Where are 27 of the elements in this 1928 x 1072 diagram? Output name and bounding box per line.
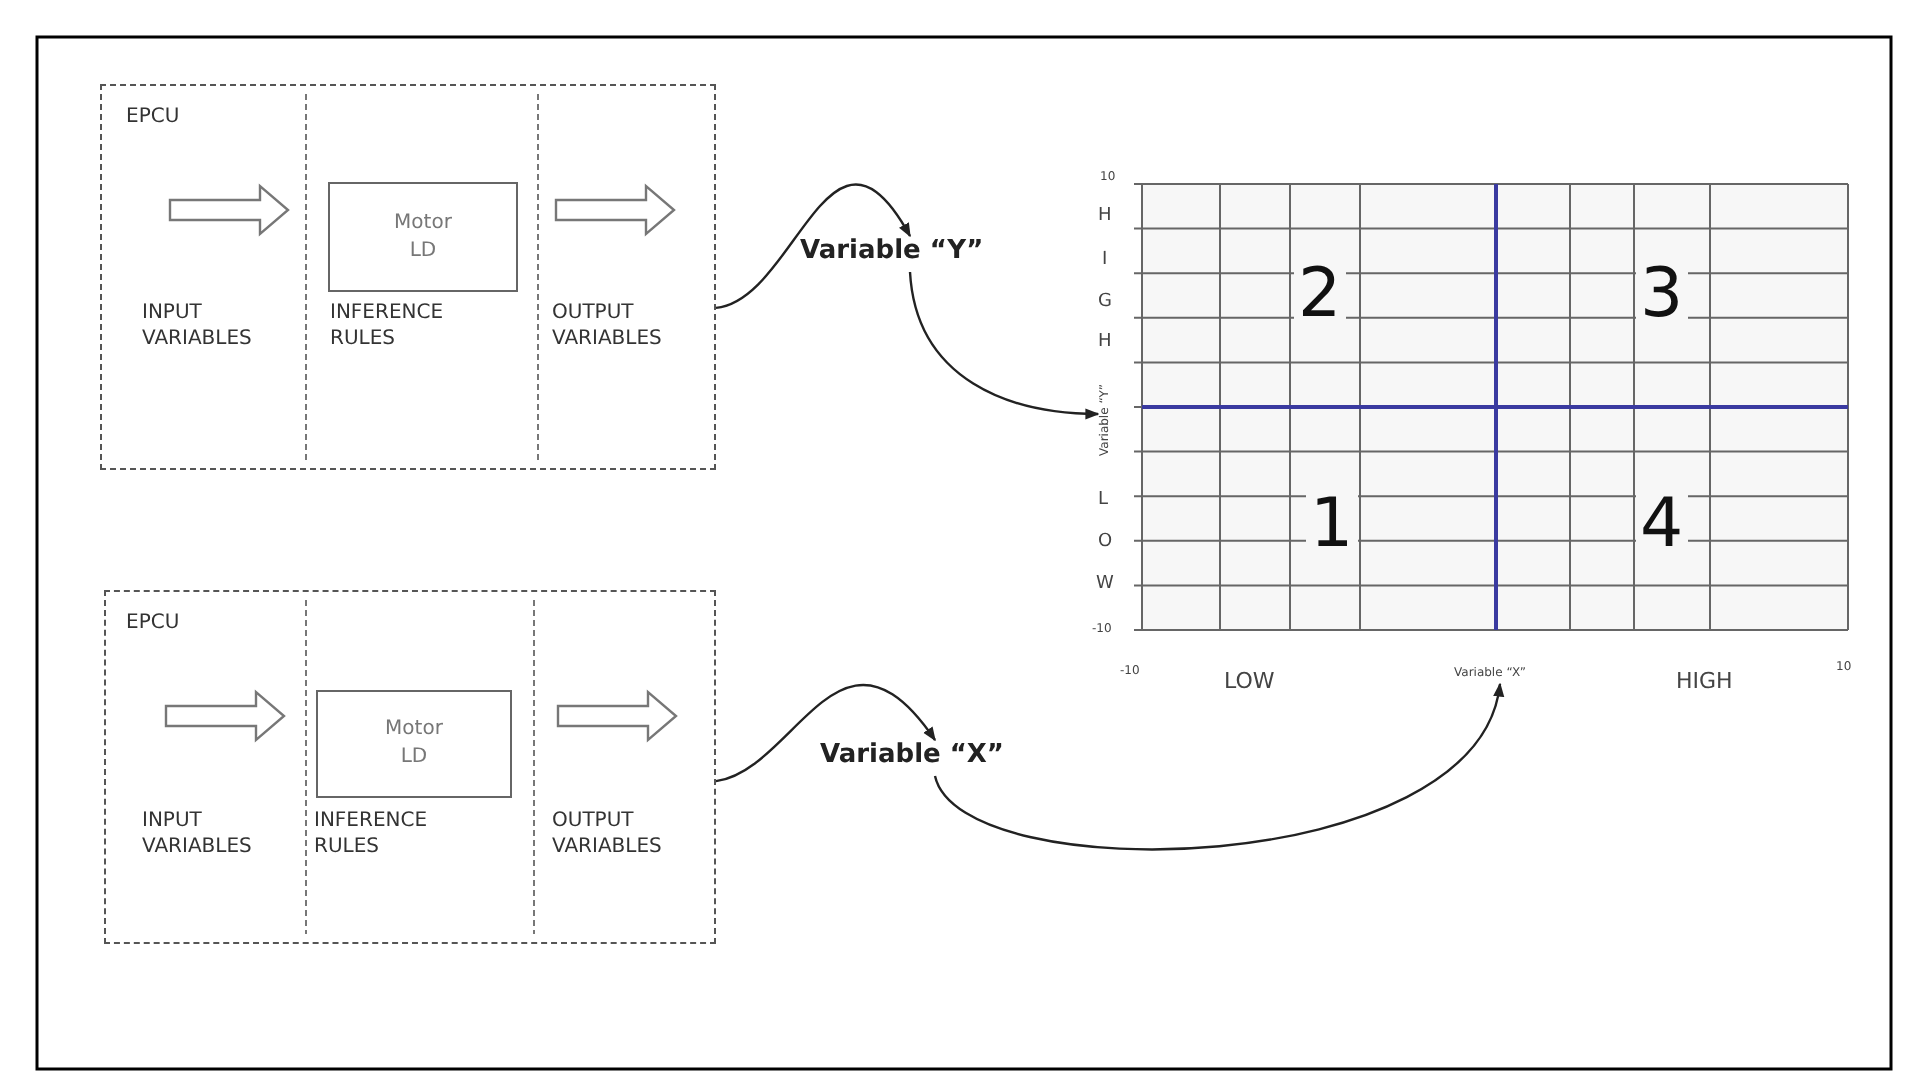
- stage-label: INFERENCE RULES: [314, 808, 430, 860]
- variable-text: Variable “Y”: [800, 236, 1020, 272]
- axis-letter: L: [1098, 492, 1109, 510]
- axis-letter: W: [1096, 576, 1114, 594]
- curved-arrow: [715, 183, 911, 310]
- dashed-container: [100, 84, 716, 470]
- stage-label: INPUT VARIABLES: [142, 300, 254, 352]
- axis-letter: O: [1098, 534, 1113, 552]
- axis-label: LOW: [1224, 670, 1275, 692]
- axis-letter: I: [1102, 252, 1108, 270]
- axis-letter: H: [1098, 334, 1112, 352]
- axis-label: HIGH: [1676, 670, 1733, 692]
- container-title: EPCU: [126, 104, 180, 130]
- container-title: EPCU: [126, 610, 180, 636]
- stage-label: INPUT VARIABLES: [142, 808, 254, 860]
- process-box: Motor LD: [328, 182, 518, 292]
- variable-text: Variable “X”: [820, 740, 1050, 776]
- stage-label: OUTPUT VARIABLES: [552, 300, 664, 352]
- axis-letter: G: [1098, 294, 1112, 312]
- stage-label: INFERENCE RULES: [330, 300, 446, 352]
- stage-label: OUTPUT VARIABLES: [552, 808, 664, 860]
- curved-arrow: [908, 271, 1100, 420]
- process-box: Motor LD: [316, 690, 512, 798]
- curved-arrow: [715, 684, 936, 783]
- axis-letter: H: [1098, 208, 1112, 226]
- curved-arrow: [933, 682, 1502, 851]
- dashed-container: [104, 590, 716, 944]
